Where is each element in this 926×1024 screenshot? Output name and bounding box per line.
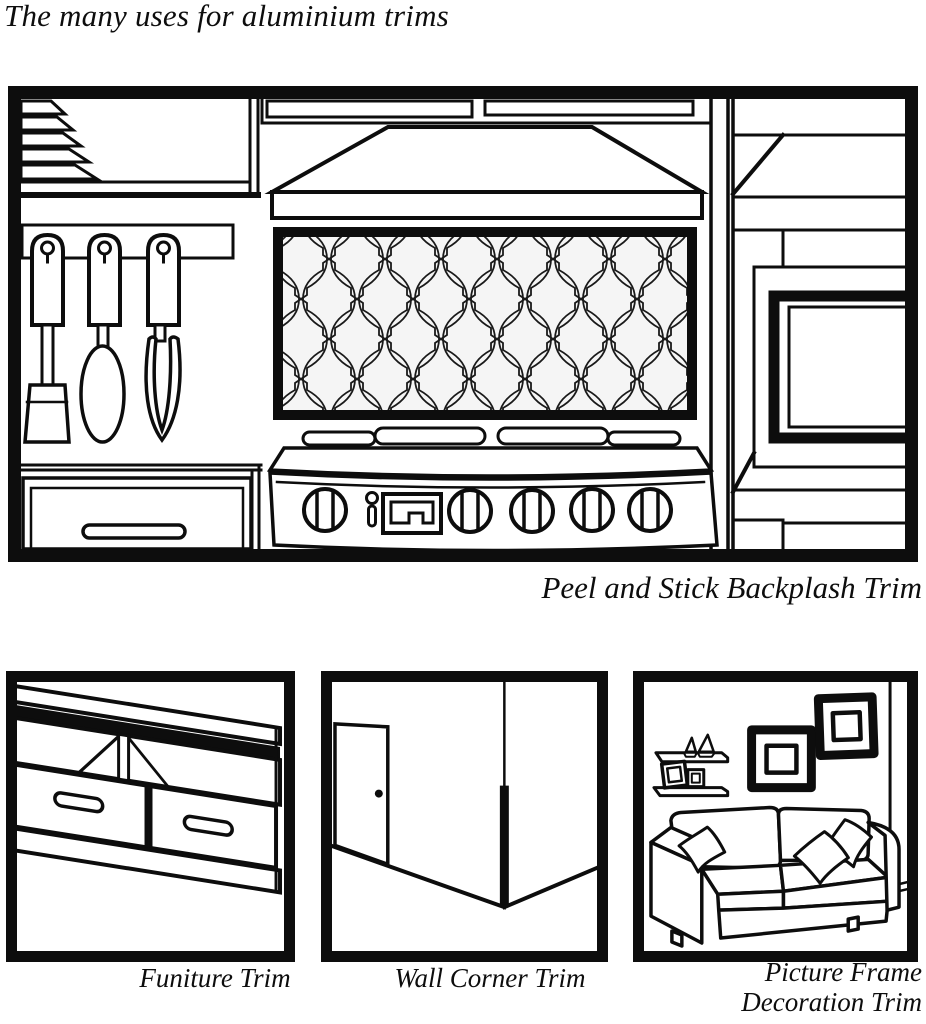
picture-frame-2 bbox=[813, 692, 879, 760]
picture-frame-caption: Picture Frame Decoration Trim bbox=[741, 957, 922, 1017]
main-panel-caption: Peel and Stick Backplash Trim bbox=[541, 570, 922, 605]
aluminium-trim-strip bbox=[17, 704, 281, 760]
living-room-illustration bbox=[649, 682, 907, 948]
wall-corner-trim-panel bbox=[321, 671, 608, 962]
picture-frame-1 bbox=[747, 725, 816, 793]
kitchen-panel bbox=[8, 86, 918, 562]
wall-corner-illustration bbox=[332, 682, 597, 910]
picture-frame-caption-line2: Decoration Trim bbox=[741, 986, 922, 1017]
door-knob bbox=[374, 789, 383, 798]
corner-trim-strip bbox=[499, 785, 509, 908]
kitchen-illustration bbox=[21, 99, 905, 549]
wall-corner-caption: Wall Corner Trim bbox=[394, 963, 586, 993]
furniture-trim-panel bbox=[6, 671, 295, 962]
furniture-caption: Funiture Trim bbox=[139, 963, 291, 993]
picture-frame-trim-panel bbox=[633, 671, 918, 962]
furniture-illustration bbox=[17, 683, 283, 895]
picture-frame-caption-line1: Picture Frame bbox=[764, 957, 922, 987]
page-title: The many uses for aluminium trims bbox=[4, 0, 449, 33]
